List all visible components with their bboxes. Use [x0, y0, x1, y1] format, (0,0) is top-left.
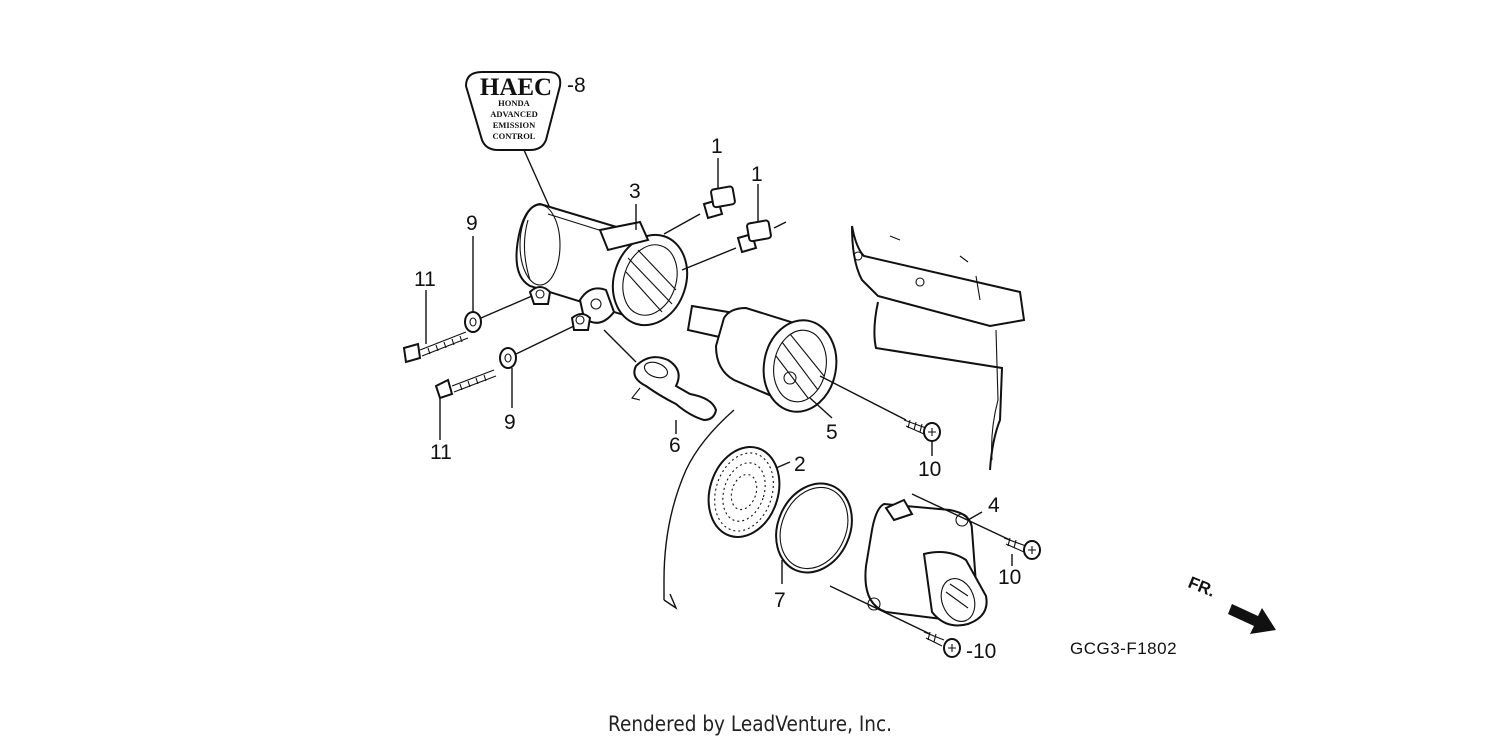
screw-10-middle[interactable]: [1003, 537, 1041, 560]
screw-10-lower[interactable]: [923, 631, 961, 658]
callout-10-upper[interactable]: 10: [918, 458, 941, 481]
leader-5: [809, 397, 833, 419]
haec-decal[interactable]: HAEC HONDA ADVANCED EMISSION CONTROL: [464, 71, 562, 151]
callout-9-lower[interactable]: 9: [504, 411, 516, 434]
bolt-11-lower[interactable]: [434, 369, 497, 400]
seal-ring[interactable]: [762, 471, 865, 584]
air-cleaner-cover[interactable]: [864, 498, 988, 627]
washer-9-upper[interactable]: [464, 311, 482, 333]
element-holder[interactable]: [686, 304, 843, 418]
air-filter-element[interactable]: [697, 438, 790, 547]
axis-lower: [515, 325, 575, 355]
decal-title: HAEC: [480, 74, 552, 101]
callout-9-upper[interactable]: 9: [466, 212, 478, 235]
drain-tube[interactable]: [631, 356, 718, 422]
callout-1-upper[interactable]: 1: [711, 135, 723, 158]
bolt-1-lower[interactable]: [736, 219, 772, 254]
credit-footer: Rendered by LeadVenture, Inc.: [607, 712, 893, 736]
decal-line-2: ADVANCED: [490, 109, 538, 119]
callout-2[interactable]: 2: [794, 453, 806, 476]
washer-9-lower[interactable]: [499, 347, 517, 369]
front-label: FR.: [1186, 573, 1219, 601]
cover-axis-upper: [911, 493, 1011, 541]
callout-4[interactable]: 4: [988, 494, 1000, 517]
decal-line-3: EMISSION: [493, 120, 536, 130]
tube-link: [603, 329, 637, 363]
callout-5[interactable]: 5: [826, 421, 838, 444]
drain-route: [663, 409, 735, 600]
air-cleaner-case[interactable]: [515, 202, 699, 335]
callout-11-upper[interactable]: 11: [414, 268, 436, 291]
bolt-11-upper[interactable]: [402, 331, 469, 364]
callout-1-lower[interactable]: 1: [751, 163, 763, 186]
decal-line-4: CONTROL: [493, 131, 536, 141]
callout-10-middle[interactable]: 10: [998, 566, 1021, 589]
bolt-axis-1a: [663, 213, 701, 235]
callout-6[interactable]: 6: [669, 434, 681, 457]
front-direction-arrow: FR.: [1186, 573, 1276, 634]
bolt-axis-1b: [681, 247, 737, 271]
screw-axis-5: [819, 375, 907, 421]
cover-axis-lower: [829, 585, 931, 635]
axis-upper: [480, 295, 533, 319]
leader-4: [967, 511, 983, 521]
callout-8[interactable]: -8: [567, 74, 586, 97]
callout-11-lower[interactable]: 11: [430, 441, 452, 464]
callout-3[interactable]: 3: [629, 180, 641, 203]
decal-line-1: HONDA: [498, 98, 531, 108]
frame-bracket: [851, 225, 1026, 471]
diagram-code: GCG3-F1802: [1070, 639, 1177, 658]
callout-10-lower[interactable]: -10: [966, 640, 996, 663]
screw-10-upper[interactable]: [903, 419, 941, 442]
bolt-1-upper[interactable]: [702, 185, 736, 220]
callout-7[interactable]: 7: [774, 589, 786, 612]
leader-2: [775, 461, 791, 469]
